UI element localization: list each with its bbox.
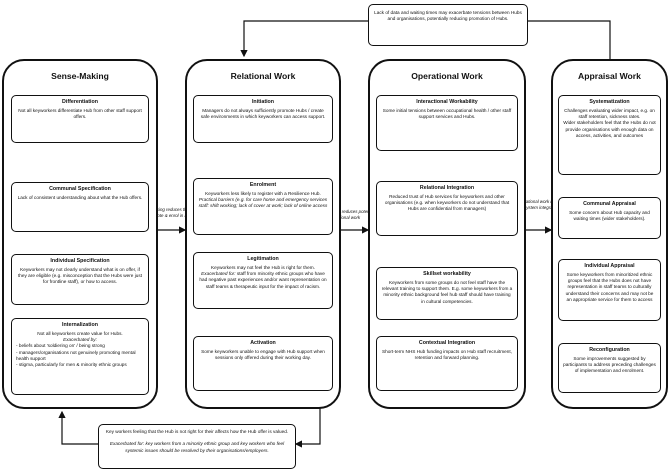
box-individual-appraisal: Individual Appraisal Some keyworkers fro…	[558, 259, 661, 321]
arrow-top-note-to-relational	[240, 20, 372, 58]
box-systematization: Systematization Challenges evaluating wi…	[558, 95, 661, 175]
box-text-2: staff from minority ethnic groups who ha…	[199, 271, 327, 289]
box-relational-integration: Relational Integration Reduced trust of …	[376, 181, 518, 236]
box-communal-specification: Communal Specification Lack of consisten…	[11, 182, 149, 232]
box-title: Skillset workability	[423, 271, 471, 277]
box-bullets: - beliefs about 'soldiering on' / being …	[16, 343, 136, 367]
box-title: Contextual Integration	[418, 340, 476, 346]
box-reconfiguration: Reconfiguration Some improvements sugges…	[558, 343, 661, 393]
box-title: Reconfiguration	[589, 347, 630, 353]
column-appraisal-work: Appraisal Work Systematization Challenge…	[551, 59, 668, 409]
box-text: Some initial tensions between occupation…	[382, 107, 512, 120]
box-text: Not all keyworkers differentiate Hub fro…	[18, 107, 142, 120]
box-title: Activation	[250, 340, 276, 346]
box-title: Individual Appraisal	[584, 263, 635, 269]
column-operational-work: Operational Work Interactional Workabili…	[368, 59, 526, 409]
bottom-note-box: Key workers feeling that the Hub is not …	[98, 424, 296, 469]
box-italic: Practical barriers (e.g. for care home a…	[198, 197, 328, 209]
arrow-label-1: Poor sense-making reduces the motivation…	[121, 207, 195, 218]
box-title: Enrolment	[249, 182, 277, 188]
box-legitimation: Legitimation Keyworkers may not feel the…	[193, 252, 333, 309]
column-title: Operational Work	[411, 71, 483, 81]
inner-arrows	[75, 144, 615, 344]
box-interactional-workability: Interactional Workability Some initial t…	[376, 95, 518, 151]
arrow-label-2: Poor participation reduces potential for…	[306, 209, 382, 220]
column-relational-work: Relational Work Initiation Managers do n…	[185, 59, 341, 409]
box-text: Some keyworkers from minoritized ethnic …	[565, 271, 654, 302]
box-title: Interactional Workability	[416, 99, 478, 105]
box-italic: Exacerbated for:	[201, 271, 236, 277]
box-individual-specification: Individual Specification Keyworkers may …	[11, 254, 149, 305]
box-text: Not all keyworkers create value for Hubs…	[37, 330, 123, 336]
column-title: Relational Work	[230, 71, 296, 81]
box-enrolment: Enrolment Keyworkers less likely to regi…	[193, 178, 333, 235]
box-initiation: Initiation Managers do not always suffic…	[193, 95, 333, 143]
bottom-note-italic: Exacerbated for: key workers from a mino…	[109, 441, 285, 453]
box-contextual-integration: Contextual Integration Short-term NHS Hu…	[376, 336, 518, 391]
box-title: Individual Specification	[50, 258, 110, 264]
box-title: Communal Specification	[49, 186, 111, 192]
box-text: Keyworkers less likely to register with …	[205, 190, 321, 196]
box-title: Relational Integration	[419, 185, 475, 191]
box-text: Keyworkers may not feel the Hub is right…	[211, 264, 315, 270]
box-text: Keyworkers from some groups do not feel …	[381, 279, 513, 304]
top-note-box: Lack of data and waiting times may exace…	[368, 4, 528, 46]
box-text: Some concern about Hub capacity and wait…	[569, 209, 650, 222]
column-title: Sense-Making	[51, 71, 109, 81]
box-internalization: Internalization Not all keyworkers creat…	[11, 318, 149, 395]
box-title: Internalization	[62, 322, 98, 328]
box-title: Systematization	[589, 99, 630, 105]
box-text: Reduced trust of Hub services for keywor…	[384, 193, 510, 212]
column-title: Appraisal Work	[578, 71, 641, 81]
box-text: Short-term NHS Hub funding impacts on Hu…	[382, 348, 512, 361]
arrow-appraisal-feedback-top	[528, 20, 611, 59]
box-title: Differentiation	[62, 99, 98, 105]
box-italic: Exacerbated by:	[63, 337, 97, 343]
box-activation: Activation Some keyworkers unable to eng…	[193, 336, 333, 391]
box-text: Keyworkers may not clearly understand wh…	[17, 266, 143, 285]
box-title: Communal Appraisal	[583, 201, 636, 207]
box-skillset-workability: Skillset workability Keyworkers from som…	[376, 267, 518, 320]
column-sense-making: Sense-Making Differentiation Not all key…	[2, 59, 158, 409]
bottom-note-text: Key workers feeling that the Hub is not …	[105, 429, 289, 434]
box-communal-appraisal: Communal Appraisal Some concern about Hu…	[558, 197, 661, 239]
top-note-text: Lack of data and waiting times may exace…	[374, 10, 522, 22]
box-text: Some keyworkers unable to engage with Hu…	[201, 348, 325, 361]
arrow-bottom-note-to-sensemaking	[58, 410, 98, 445]
box-text: Lack of consistent understanding about w…	[17, 194, 143, 200]
box-title: Initiation	[251, 99, 275, 105]
box-text: Some improvements suggested by participa…	[563, 355, 656, 374]
box-text: Challenges evaluating wider impact, e.g.…	[563, 107, 656, 138]
box-title: Legitimation	[247, 256, 279, 262]
box-differentiation: Differentiation Not all keyworkers diffe…	[11, 95, 149, 143]
box-text: Managers do not always sufficiently prom…	[200, 107, 326, 120]
